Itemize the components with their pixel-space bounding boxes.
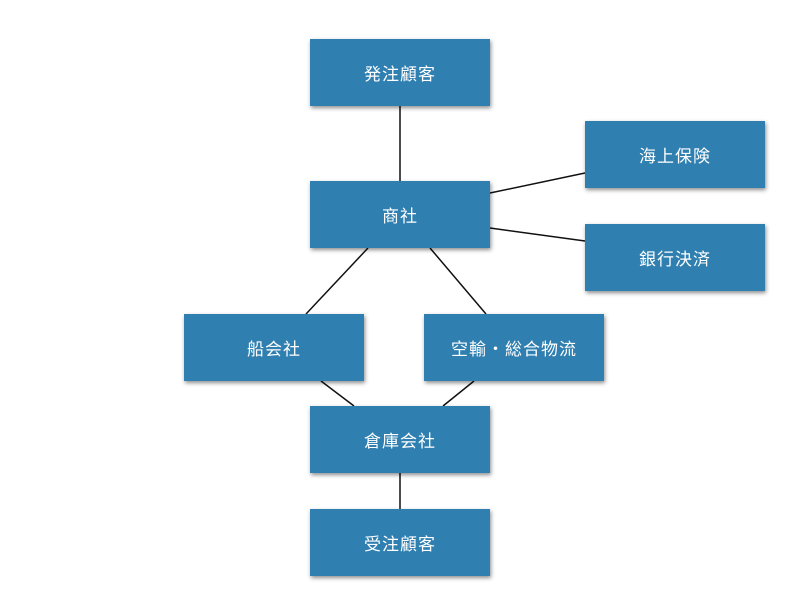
node-label: 船会社 [247, 340, 301, 360]
node-label: 海上保険 [639, 147, 711, 167]
node-order-customer: 発注顧客 [310, 39, 490, 106]
edge-trading-co-to-bank-settlement [489, 227, 586, 242]
edge-air-logistics-to-warehouse [442, 380, 475, 407]
node-label: 銀行決済 [639, 250, 711, 270]
node-air-logistics: 空輸・総合物流 [424, 314, 604, 381]
node-label: 空輸・総合物流 [451, 340, 577, 360]
node-trading-company: 商社 [310, 181, 490, 248]
node-marine-insurance: 海上保険 [585, 121, 765, 188]
edge-trading-co-to-air-logistics [429, 247, 487, 315]
node-label: 受注顧客 [364, 535, 436, 555]
node-label: 発注顧客 [364, 65, 436, 85]
node-label: 商社 [382, 207, 418, 227]
node-label: 倉庫会社 [364, 432, 436, 452]
edge-shipping-co-to-warehouse [320, 380, 355, 407]
node-bank-settlement: 銀行決済 [585, 224, 765, 291]
node-shipping-company: 船会社 [184, 314, 364, 381]
node-receiving-customer: 受注顧客 [310, 509, 490, 576]
edge-trading-co-to-marine-insurance [489, 172, 586, 194]
node-warehouse-company: 倉庫会社 [310, 406, 490, 473]
edge-trading-co-to-shipping-co [305, 247, 369, 315]
